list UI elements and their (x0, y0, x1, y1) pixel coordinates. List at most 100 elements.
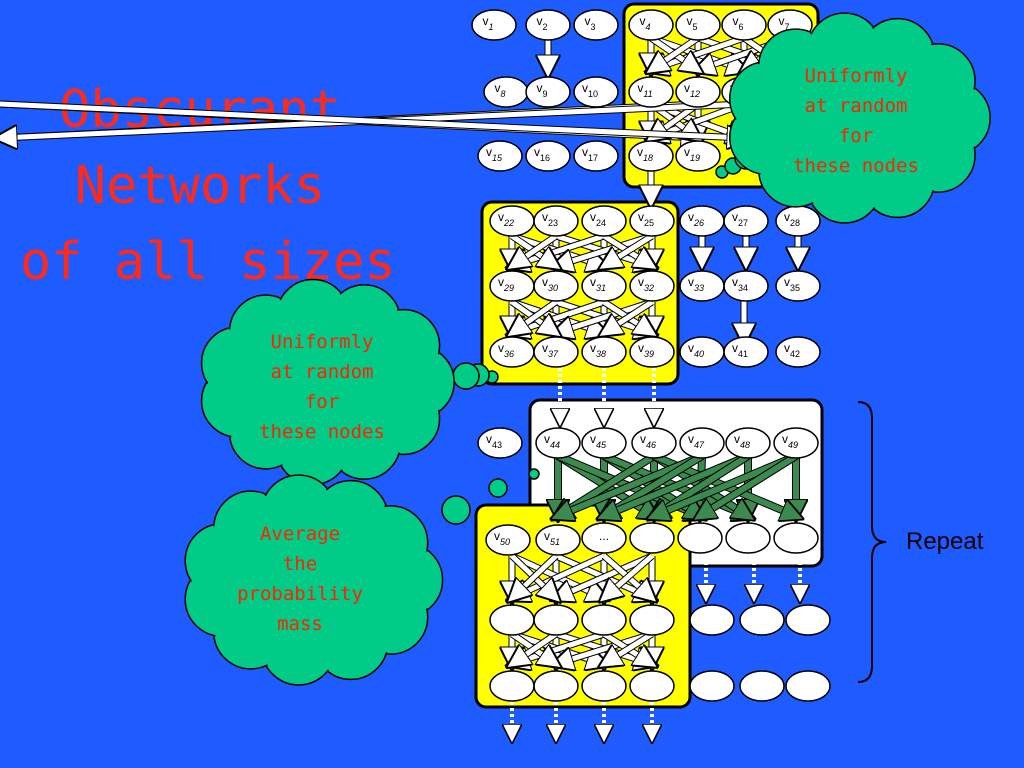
node-ellipse (581, 336, 627, 368)
node-ellipse (525, 9, 571, 41)
bubble-tail (528, 468, 540, 480)
node-ellipse (725, 427, 771, 459)
node (785, 604, 831, 636)
edge-arrow (556, 553, 654, 598)
node-ellipse (675, 140, 721, 172)
node-v41: v41 (723, 336, 769, 368)
node-label: v9 (536, 81, 547, 99)
repeat-brace (857, 401, 887, 683)
node-v50: v50 (485, 524, 531, 556)
node-v23: v23 (533, 205, 579, 237)
callout-text: for (305, 391, 339, 413)
node-ellipse (628, 140, 674, 172)
edge-arrow (654, 453, 798, 516)
node-v48: v48 (725, 427, 771, 459)
node-ellipse (679, 427, 725, 459)
node-v19: v19 (675, 140, 721, 172)
callout-text: these nodes (259, 421, 385, 443)
node-ellipse (581, 670, 627, 702)
edge-arrow (604, 299, 654, 333)
node-ellipse (723, 205, 769, 237)
node-ellipse (535, 524, 581, 556)
node-ellipse (739, 604, 785, 636)
repeat-label: Repeat (906, 528, 984, 555)
callout-text: at random (271, 361, 374, 383)
callout-text: for (839, 125, 873, 147)
node-v16: v16 (525, 140, 571, 172)
node-ellipse (489, 670, 535, 702)
node-v25: v25 (629, 205, 675, 237)
node (581, 604, 627, 636)
node (489, 604, 535, 636)
node-v22: v22 (489, 205, 535, 237)
node (773, 522, 819, 554)
callout-text: mass (277, 613, 323, 635)
node-v9: v9 (525, 76, 571, 108)
node-ellipse (675, 9, 721, 41)
callout-text: these nodes (793, 155, 919, 177)
node-ellipse (775, 270, 821, 302)
edge-arrow (604, 554, 654, 598)
edge-arrow (512, 631, 558, 664)
node-v15: v15 (477, 140, 523, 172)
node-v35: v35 (775, 270, 821, 302)
callout-text: Uniformly (805, 65, 908, 87)
node-ellipse (581, 270, 627, 302)
callout-text: probability (237, 583, 363, 605)
node-ellipse (677, 522, 723, 554)
node-label: v3 (584, 14, 595, 32)
node-v38: v38 (581, 336, 627, 368)
node-v40: v40 (679, 336, 725, 368)
node-v27: v27 (723, 205, 769, 237)
node (629, 604, 675, 636)
thought-bubble (728, 12, 991, 224)
node-v10: v10 (573, 76, 619, 108)
edge-arrow (700, 453, 798, 516)
node-ellipse (477, 427, 523, 459)
node (533, 670, 579, 702)
node-ellipse (533, 270, 579, 302)
node-v5: v5 (675, 9, 721, 41)
node-v30: v30 (533, 270, 579, 302)
slide-title: Obscurant Networks of all sizes (20, 72, 396, 300)
node-ellipse (525, 76, 571, 108)
node-ellipse (629, 336, 675, 368)
callout-text: the (283, 553, 317, 575)
edge-arrow (512, 554, 558, 598)
node-ellipse (573, 76, 619, 108)
node-label: v7 (778, 14, 789, 32)
node (739, 670, 785, 702)
node-ellipse (629, 522, 675, 554)
node-ellipse (533, 670, 579, 702)
thought-bubble (184, 474, 444, 686)
edge-arrow (558, 453, 704, 516)
node-ellipse (785, 604, 831, 636)
node (725, 522, 771, 554)
node-v42: v42 (775, 336, 821, 368)
node-v51: v51 (535, 524, 581, 556)
edge-arrow (604, 631, 654, 664)
node-v49: v49 (773, 427, 819, 459)
node-ellipse (477, 140, 523, 172)
edge-arrow (604, 233, 654, 266)
node (629, 522, 675, 554)
node-label: v6 (732, 14, 743, 32)
node-ellipse (628, 76, 674, 108)
node-ellipse (629, 670, 675, 702)
node-ellipse (581, 427, 627, 459)
callout-text: Uniformly (271, 331, 374, 353)
node-label: v1 (482, 14, 493, 32)
node-v11: v11 (628, 76, 674, 108)
node-ellipse (723, 270, 769, 302)
node-v44: v44 (535, 427, 581, 459)
thought-bubble (200, 278, 455, 486)
node-v32: v32 (629, 270, 675, 302)
node-label: v8 (494, 81, 505, 99)
edge-arrow (512, 299, 558, 333)
node-ellipse (535, 427, 581, 459)
node-ellipse (573, 9, 619, 41)
node-v1: v1 (471, 9, 517, 41)
node-v36: v36 (489, 336, 535, 368)
node-ellipse (533, 336, 579, 368)
